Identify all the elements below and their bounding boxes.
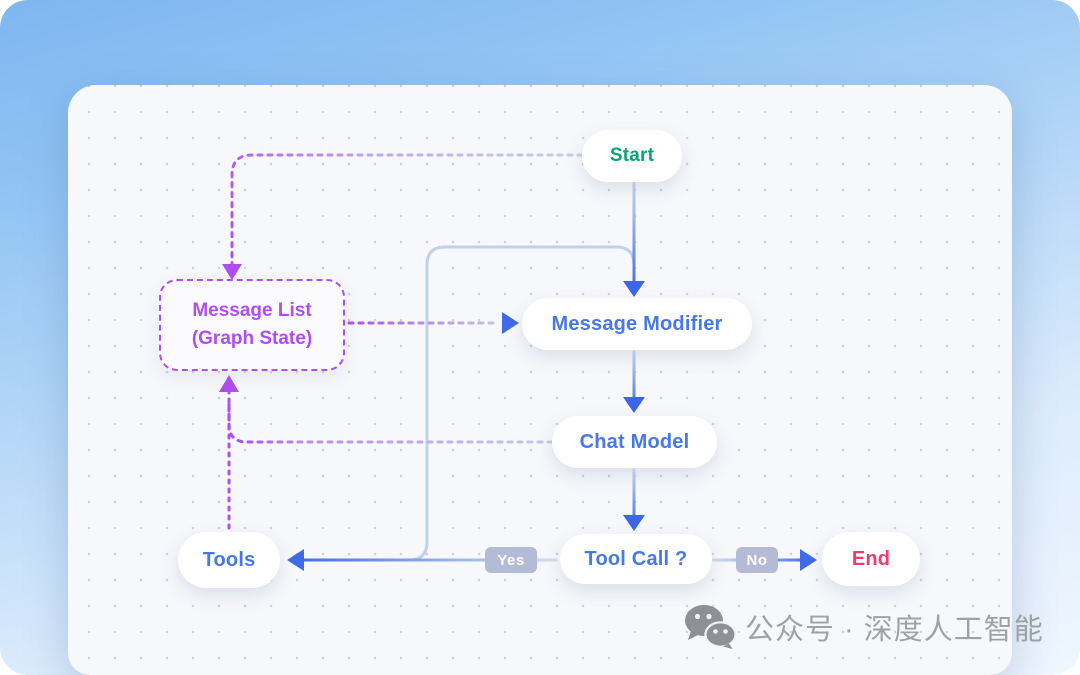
node-start-label: Start: [609, 145, 655, 166]
node-message-modifier[interactable]: Message Modifier: [522, 298, 752, 350]
arrowhead: [800, 549, 817, 571]
edge-chat-model-to-message-list: [227, 398, 554, 444]
watermark-text: 公众号 · 深度人工智能: [745, 613, 1044, 646]
node-message-modifier-label: Message Modifier: [551, 312, 723, 335]
node-message-list-line2: (Graph State): [191, 328, 313, 349]
watermark: 公众号 · 深度人工智能: [684, 604, 1044, 649]
arrowhead: [623, 515, 645, 531]
edge-label-no: No: [736, 547, 778, 573]
edge-label-yes: Yes: [485, 547, 537, 573]
wechat-icon: [685, 605, 736, 649]
node-message-list[interactable]: Message List (Graph State): [159, 279, 345, 371]
node-end-label: End: [851, 547, 891, 570]
node-tool-call-label: Tool Call ?: [584, 547, 688, 570]
arrowhead: [623, 281, 645, 297]
node-tools-label: Tools: [202, 548, 256, 571]
node-chat-model-label: Chat Model: [579, 430, 690, 453]
arrowhead: [502, 312, 519, 334]
arrowhead: [287, 549, 304, 571]
node-end[interactable]: End: [822, 532, 920, 586]
node-tool-call[interactable]: Tool Call ?: [560, 534, 712, 584]
node-start[interactable]: Start: [582, 130, 682, 182]
arrowhead: [222, 264, 242, 280]
edge-start-to-message-list: [230, 153, 584, 266]
edge-label-no-text: No: [746, 551, 768, 569]
node-chat-model[interactable]: Chat Model: [552, 416, 717, 468]
node-tools[interactable]: Tools: [178, 532, 280, 588]
arrowhead: [623, 397, 645, 413]
edge-tools-to-message-modifier: [370, 245, 636, 562]
edge-label-yes-text: Yes: [497, 551, 525, 569]
arrowhead: [219, 375, 239, 392]
node-message-list-line1: Message List: [192, 300, 312, 321]
